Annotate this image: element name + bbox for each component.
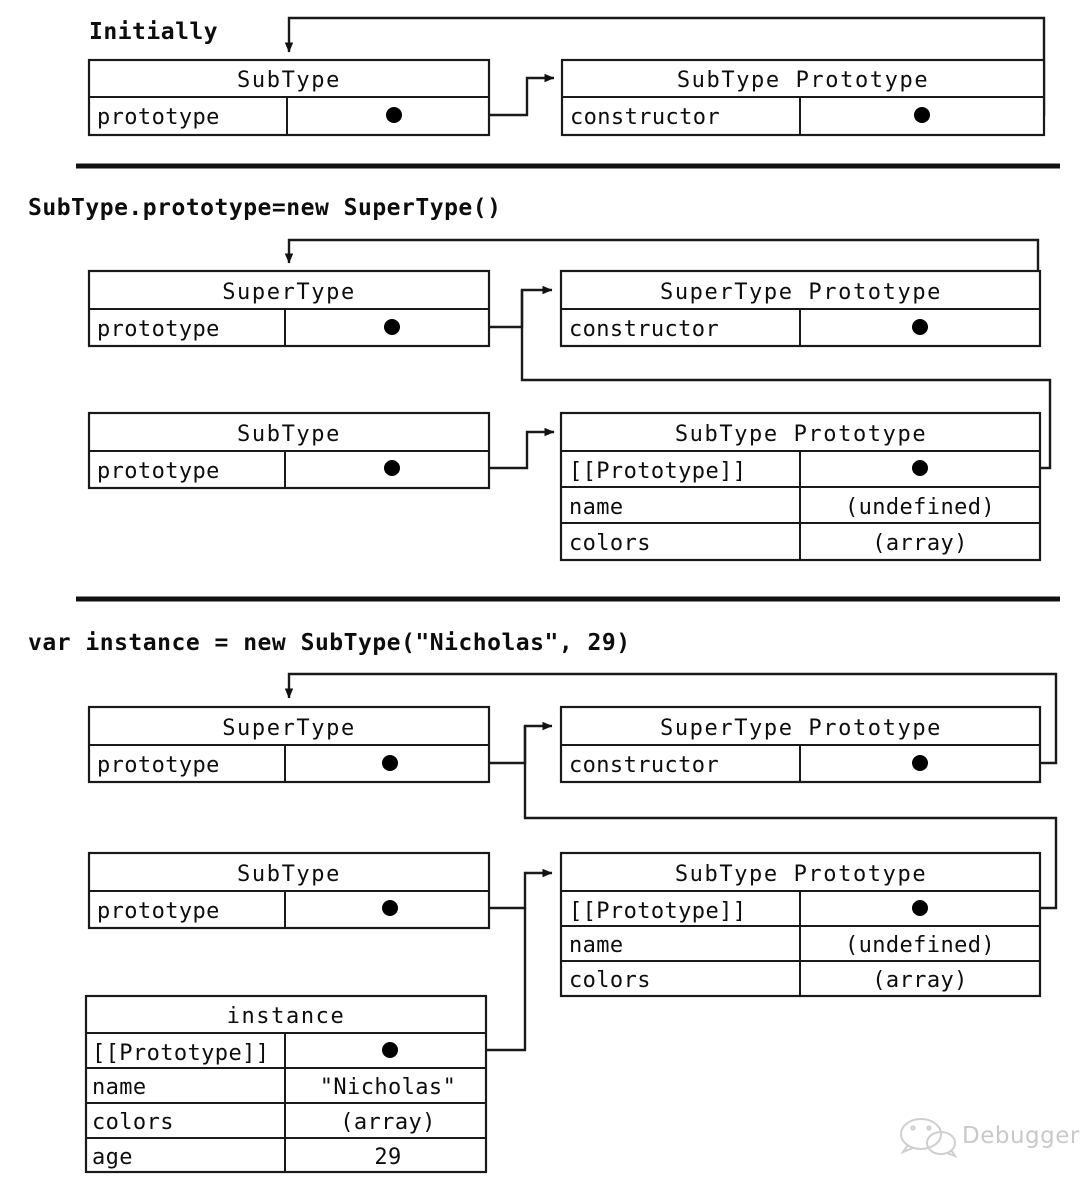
box-subtype-s1: SubType prototype	[87, 58, 491, 137]
cell-key-dunder-prototype-s2: [[Prototype]]	[569, 459, 746, 484]
box-subtype-s3: SubType prototype	[87, 851, 491, 930]
cell-key-prototype-subtype-s3: prototype	[97, 899, 220, 924]
cell-key-colors-s3: colors	[569, 968, 651, 993]
cell-value-colors-s3: (array)	[872, 968, 968, 993]
cell-key-prototype-subtype-s2: prototype	[97, 459, 220, 484]
cell-value-name-s3: (undefined)	[845, 933, 995, 958]
box-instance-s3: instance [[Prototype]] name "Nicholas" c…	[84, 994, 488, 1174]
cell-key-name-instance: name	[92, 1075, 147, 1100]
pointer-dot-subtype-prototype-s2	[384, 460, 400, 476]
box-supertype-s2: SuperType prototype	[87, 269, 491, 348]
box-title-subtype-prototype-s1: SubType Prototype	[677, 68, 929, 93]
pointer-dot-supertype-prototype-s3	[382, 755, 398, 771]
cell-value-colors-instance: (array)	[340, 1110, 436, 1135]
cell-value-age-instance: 29	[374, 1145, 401, 1170]
cell-key-age-instance: age	[92, 1145, 133, 1170]
section-subtype-prototype-assignment: SubType.prototype=new SuperType() SuperT…	[28, 195, 1060, 602]
cell-value-colors-s2: (array)	[872, 531, 968, 556]
cell-key-dunder-prototype-s3: [[Prototype]]	[569, 899, 746, 924]
box-title-supertype-s2: SuperType	[222, 280, 356, 305]
section-1-caption: Initially	[89, 19, 218, 45]
section-instance-creation: var instance = new SubType("Nicholas", 2…	[28, 630, 1058, 1174]
section-2-caption: SubType.prototype=new SuperType()	[28, 195, 501, 221]
box-subtype-prototype-s1: SubType Prototype constructor	[560, 58, 1046, 137]
box-supertype-s3: SuperType prototype	[87, 705, 491, 784]
pointer-dot-supertypeproto-constructor-s3	[912, 755, 928, 771]
pointer-dot-subtype-prototype-s3	[382, 900, 398, 916]
box-title-supertype-s3: SuperType	[222, 716, 356, 741]
cell-key-constructor-s2: constructor	[569, 317, 719, 342]
cell-key-name-s2: name	[569, 495, 624, 520]
wechat-icon	[900, 1118, 958, 1159]
box-title-supertype-prototype-s3: SuperType Prototype	[660, 716, 942, 741]
cell-key-constructor-s1: constructor	[570, 105, 720, 130]
pointer-dot-subtypeproto-prototype-s2	[912, 460, 928, 476]
watermark: Debugger	[900, 1118, 1080, 1159]
box-title-supertype-prototype-s2: SuperType Prototype	[660, 280, 942, 305]
cell-value-name-s2: (undefined)	[845, 495, 995, 520]
box-subtype-prototype-s3: SubType Prototype [[Prototype]] name (un…	[559, 851, 1042, 998]
cell-key-constructor-s3: constructor	[569, 753, 719, 778]
box-title-subtype-s1: SubType	[237, 68, 341, 93]
pointer-dot-supertype-prototype-s2	[384, 319, 400, 335]
watermark-label: Debugger	[962, 1123, 1080, 1149]
pointer-dot-supertypeproto-constructor-s2	[912, 319, 928, 335]
box-subtype-s2: SubType prototype	[87, 411, 491, 490]
cell-key-colors-s2: colors	[569, 531, 651, 556]
box-title-subtype-s3: SubType	[237, 862, 341, 887]
box-supertype-prototype-s3: SuperType Prototype constructor	[559, 705, 1042, 784]
box-title-subtype-prototype-s3: SubType Prototype	[675, 862, 927, 887]
box-title-subtype-s2: SubType	[237, 422, 341, 447]
box-title-subtype-prototype-s2: SubType Prototype	[675, 422, 927, 447]
section-initially: Initially SubType prototype SubType Prot…	[76, 16, 1060, 169]
section-3-caption: var instance = new SubType("Nicholas", 2…	[28, 630, 631, 656]
pointer-dot-subtypeproto-prototype-s3	[912, 900, 928, 916]
cell-key-colors-instance: colors	[92, 1110, 174, 1135]
cell-key-prototype-supertype-s2: prototype	[97, 317, 220, 342]
box-subtype-prototype-s2: SubType Prototype [[Prototype]] name (un…	[559, 411, 1042, 562]
cell-key-name-s3: name	[569, 933, 624, 958]
box-title-instance: instance	[227, 1004, 346, 1029]
pointer-dot-subtypeproto-constructor-s1	[914, 107, 930, 123]
cell-key-dunder-prototype-instance: [[Prototype]]	[92, 1041, 269, 1066]
cell-key-prototype-supertype-s3: prototype	[97, 753, 220, 778]
pointer-dot-subtype-prototype-s1	[386, 107, 402, 123]
pointer-dot-instance-prototype	[382, 1042, 398, 1058]
cell-value-name-instance: "Nicholas"	[320, 1075, 456, 1100]
cell-key-prototype-s1: prototype	[97, 105, 220, 130]
box-supertype-prototype-s2: SuperType Prototype constructor	[559, 269, 1042, 348]
